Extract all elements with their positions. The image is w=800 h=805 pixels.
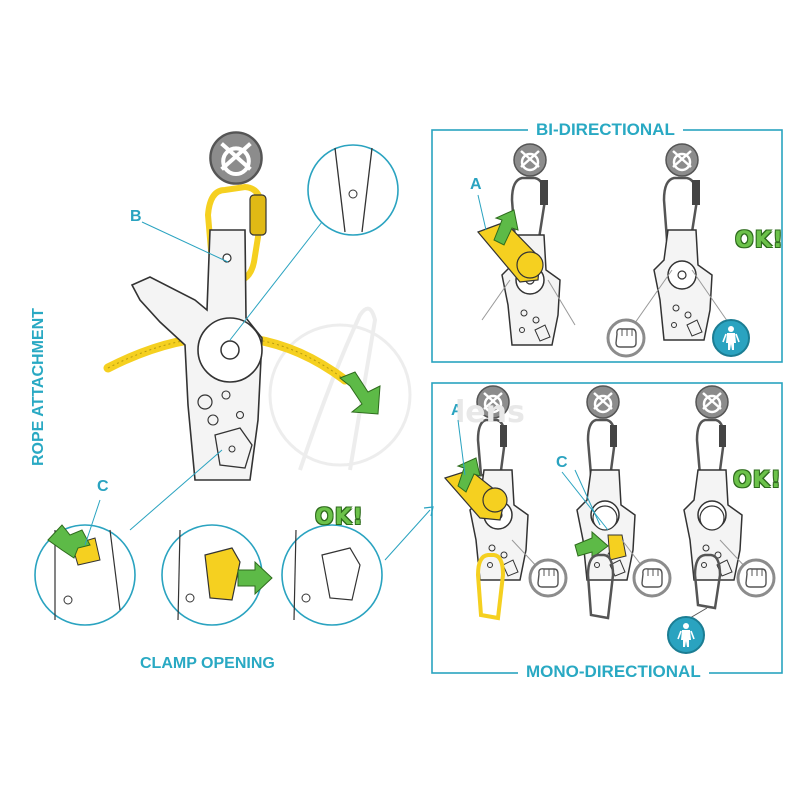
clamp-zoom-1 <box>34 524 136 626</box>
rope-attachment-label: ROPE ATTACHMENT <box>30 308 47 466</box>
clamp-zoom-2 <box>161 524 273 626</box>
ok-badge-bi: OK! <box>735 228 784 253</box>
label-a-bi: A <box>470 176 482 193</box>
anchor-symbol-icon <box>210 132 261 183</box>
clamp-opening-title: CLAMP OPENING <box>140 655 275 672</box>
label-b: B <box>130 208 142 225</box>
clamp-zoom-3 <box>281 524 383 626</box>
watermark-graphic <box>268 306 412 471</box>
ok-badge-clamp: OK! <box>315 505 364 530</box>
rope-direction-arrow-icon <box>339 371 381 415</box>
ok-badge-mono: OK! <box>733 468 782 493</box>
bi-directional-title: BI-DIRECTIONAL <box>528 120 683 140</box>
watermark-text: lens <box>455 395 525 430</box>
hand-fist-icon <box>606 318 646 358</box>
label-a-mono: A <box>451 402 463 419</box>
label-c-clamp: C <box>97 478 109 495</box>
mono-directional-title: MONO-DIRECTIONAL <box>518 662 709 682</box>
person-harness-icon <box>712 319 750 357</box>
main-device <box>130 229 263 481</box>
label-c-mono: C <box>556 454 568 471</box>
